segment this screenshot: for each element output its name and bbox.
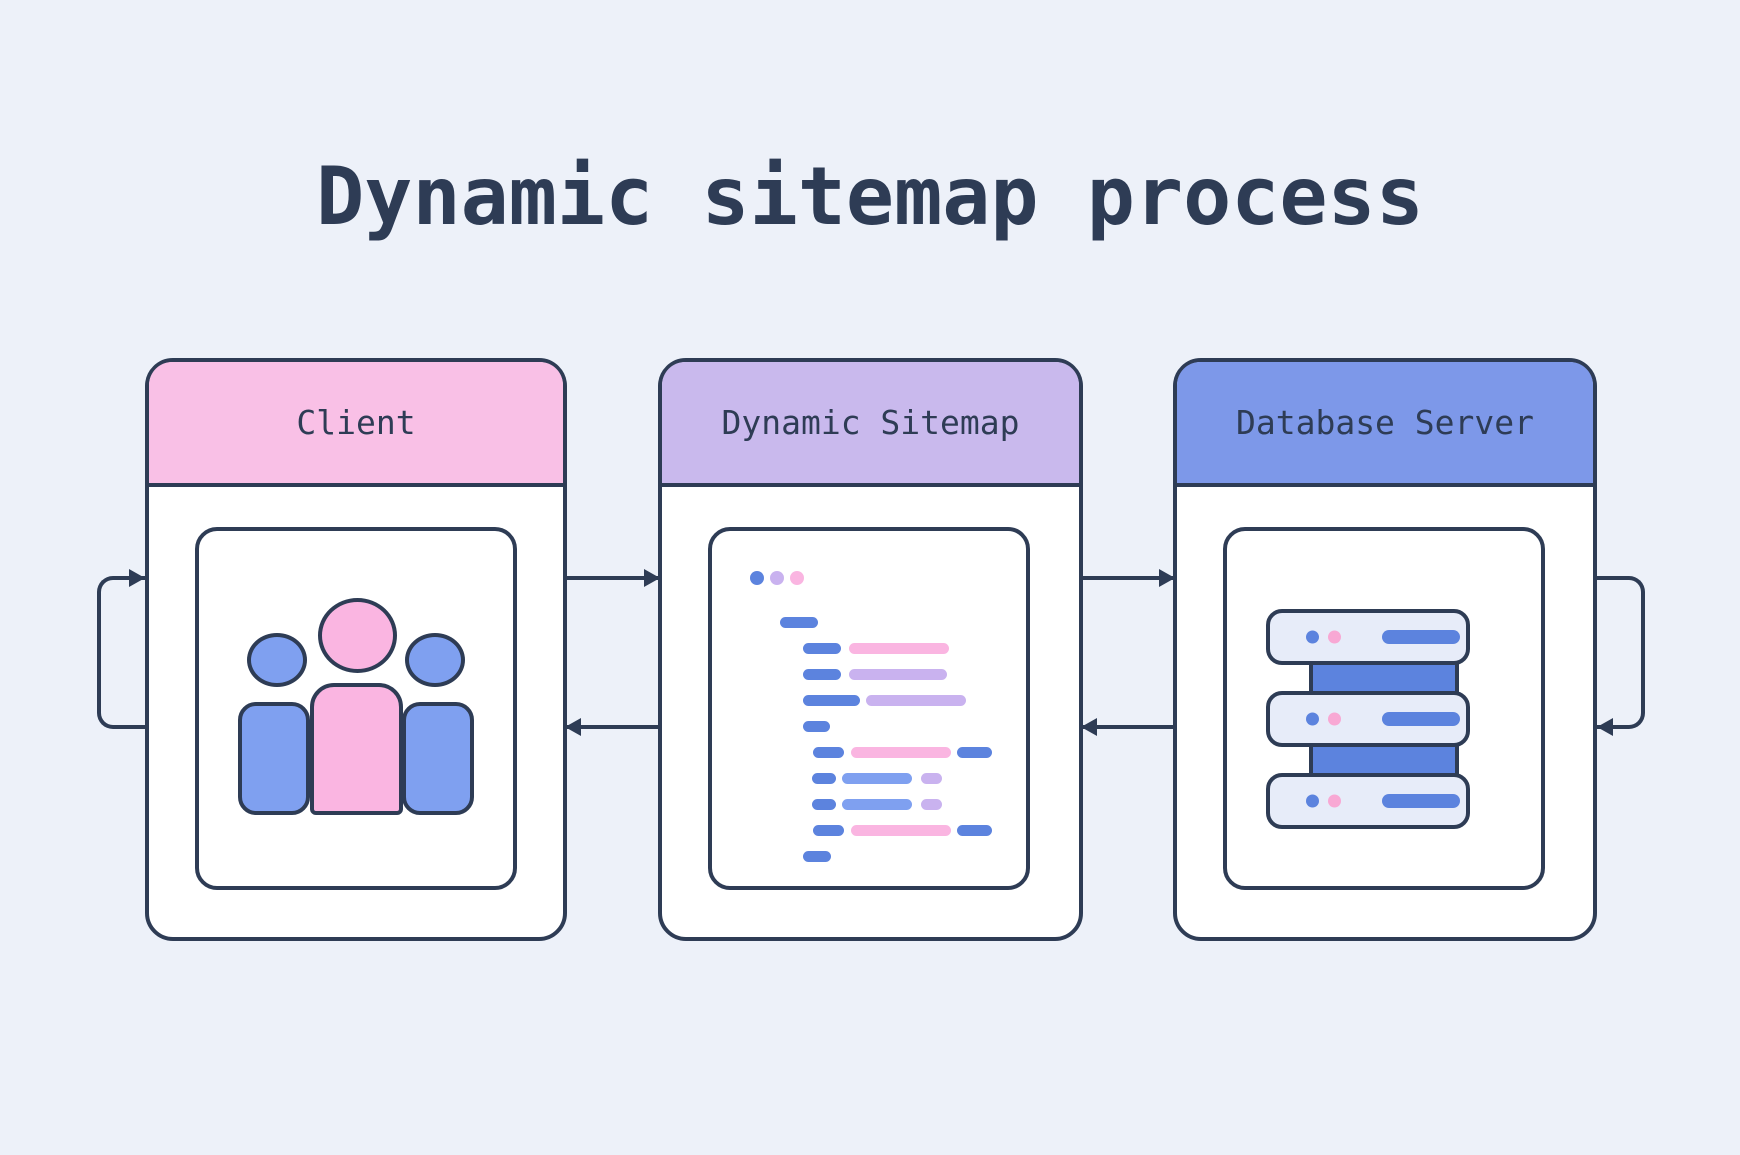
card-client: Client	[145, 358, 567, 941]
window-dot-pink	[790, 571, 804, 585]
server-led-pink-dot-icon	[1328, 630, 1341, 644]
code-line-9-pill	[813, 825, 844, 836]
code-line-8-pill	[921, 799, 942, 810]
arrow-client-to-sitemap	[567, 569, 660, 587]
arrow-sitemap-to-database	[1083, 569, 1175, 587]
card-dynamic-sitemap-title: Dynamic Sitemap	[721, 403, 1020, 442]
code-line-8-pill	[842, 799, 912, 810]
code-line-9-pill	[957, 825, 992, 836]
code-line-2-pill	[849, 643, 949, 654]
server-led-pink-dot-icon	[1328, 794, 1341, 808]
code-line-7-pill	[921, 773, 942, 784]
server-slot-pill	[1382, 630, 1460, 644]
arrowhead-right-icon	[1159, 569, 1175, 587]
card-database-server-header: Database Server	[1177, 362, 1593, 487]
code-line-1-pill	[780, 617, 818, 628]
server-led-pink-dot-icon	[1328, 712, 1341, 726]
code-line-7-pill	[812, 773, 836, 784]
client-self-loop	[97, 569, 145, 729]
server-slot-pill	[1382, 712, 1460, 726]
server-led-blue-icon	[1306, 630, 1319, 644]
code-line-2-pill	[803, 643, 841, 654]
code-line-7-pill	[842, 773, 912, 784]
user-center-head-icon	[318, 598, 397, 673]
card-dynamic-sitemap-header: Dynamic Sitemap	[662, 362, 1079, 487]
card-client-header: Client	[149, 362, 563, 487]
server-bar	[1266, 773, 1470, 829]
code-window-icon	[708, 527, 1030, 890]
code-line-8-pill	[812, 799, 836, 810]
arrowhead-right-icon	[644, 569, 660, 587]
code-line-10-pill	[803, 851, 831, 862]
client-panel	[195, 527, 517, 890]
arrowhead-left-icon	[1597, 718, 1613, 736]
diagram-title: Dynamic sitemap process	[316, 150, 1424, 243]
code-line-3-pill	[803, 669, 841, 680]
server-stack-icon	[1223, 527, 1545, 890]
server-led-blue-icon	[1306, 794, 1319, 808]
user-center-body-icon	[310, 683, 403, 815]
code-line-3-pill	[849, 669, 947, 680]
user-right-body-icon	[402, 702, 474, 815]
user-left-head-icon	[247, 633, 307, 687]
server-bar	[1266, 691, 1470, 747]
code-line-4-pill	[866, 695, 966, 706]
code-line-4-pill	[803, 695, 860, 706]
database-self-loop	[1597, 576, 1645, 736]
server-slot-pill	[1382, 794, 1460, 808]
card-client-title: Client	[296, 403, 416, 442]
arrowhead-left-icon	[1081, 718, 1097, 736]
server-led-blue-icon	[1306, 712, 1319, 726]
code-line-6-pill	[813, 747, 844, 758]
card-dynamic-sitemap: Dynamic Sitemap	[658, 358, 1083, 941]
card-database-server: Database Server	[1173, 358, 1597, 941]
code-line-5-pill	[803, 721, 830, 732]
arrowhead-left-icon	[565, 718, 581, 736]
user-left-body-icon	[238, 702, 310, 815]
arrowhead-right-icon	[129, 569, 145, 587]
code-line-9-pill	[851, 825, 951, 836]
code-line-6-pill	[851, 747, 951, 758]
server-bar	[1266, 609, 1470, 665]
user-right-head-icon	[405, 633, 465, 687]
arrow-database-to-sitemap	[1081, 718, 1173, 736]
card-database-server-title: Database Server	[1235, 403, 1534, 442]
code-line-6-pill	[957, 747, 992, 758]
window-dot-purple	[770, 571, 784, 585]
window-dot-blue	[750, 571, 764, 585]
arrow-sitemap-to-client	[565, 718, 658, 736]
